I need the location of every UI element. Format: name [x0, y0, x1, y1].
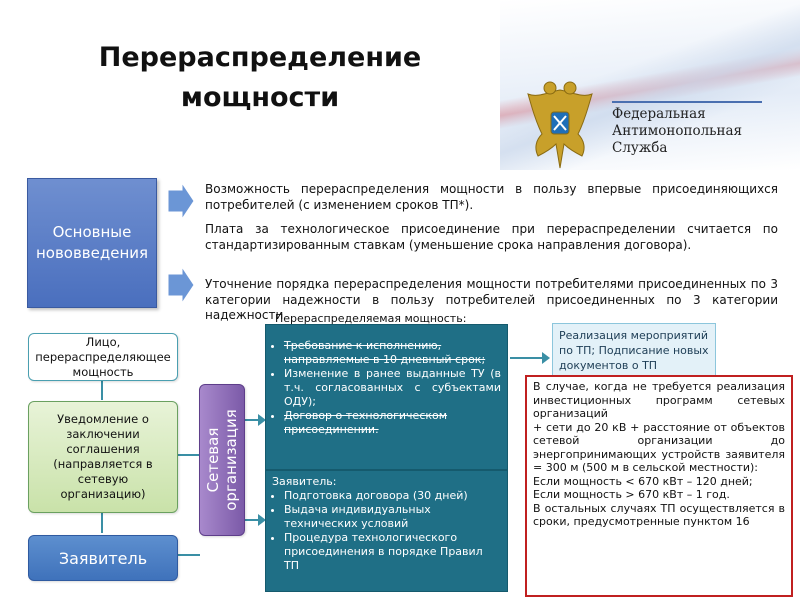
slide-title: Перераспределение мощности — [98, 42, 422, 113]
result-box: Реализация мероприятий по ТП; Подписание… — [552, 323, 716, 383]
applicant-action-item: Подготовка договора (30 дней) — [284, 489, 501, 503]
note-line: В остальных случаях ТП осуществляется в … — [533, 501, 785, 529]
main-innovations-box: Основные нововведения — [27, 178, 157, 308]
network-action-item: Изменение в ранее выданные ТУ (в т.ч. со… — [284, 367, 501, 409]
innovation-2: Плата за технологическое присоединение п… — [205, 222, 778, 252]
redistributed-power-label: Перераспределяемая мощность: — [275, 312, 467, 325]
note-line: В случае, когда не требуется реализация … — [533, 380, 785, 420]
note-line: Если мощность > 670 кВт – 1 год. — [533, 488, 730, 501]
network-action-item: Требование к исполнению, направляемые в … — [284, 339, 501, 367]
applicant-action-item: Выдача индивидуальных технических услови… — [284, 503, 501, 531]
network-action-item: Договор о технологическом присоединении. — [284, 409, 501, 437]
applicant-node: Заявитель — [28, 535, 178, 581]
note-line: + сети до 20 кВ + расстояние от объектов… — [533, 420, 785, 475]
applicant-actions-box: Заявитель: Подготовка договора (30 дней)… — [265, 470, 508, 592]
note-line: Если мощность < 670 кВт – 120 дней; — [533, 474, 753, 488]
applicant-action-item: Процедура технологического присоединения… — [284, 531, 501, 573]
arrow-right-icon — [167, 182, 195, 220]
emblem-icon — [527, 81, 593, 169]
agency-rule — [612, 101, 762, 103]
notice-node: Уведомление о заключении соглашения (нап… — [28, 401, 178, 513]
applicant-box-heading: Заявитель: — [272, 475, 337, 488]
arrow-right-icon — [167, 266, 195, 304]
redistributor-node: Лицо, перераспределяющее мощность — [28, 333, 178, 381]
network-organization-node: Сетевая организация — [199, 384, 245, 536]
deadline-note-box: В случае, когда не требуется реализация … — [525, 375, 793, 597]
network-actions-box: Требование к исполнению, направляемые в … — [265, 324, 508, 470]
agency-name: Федеральная Антимонопольная Служба — [612, 106, 743, 156]
innovation-1: Возможность перераспределения мощности в… — [205, 182, 778, 212]
innovation-3: Уточнение порядка перераспределения мощн… — [205, 277, 778, 322]
